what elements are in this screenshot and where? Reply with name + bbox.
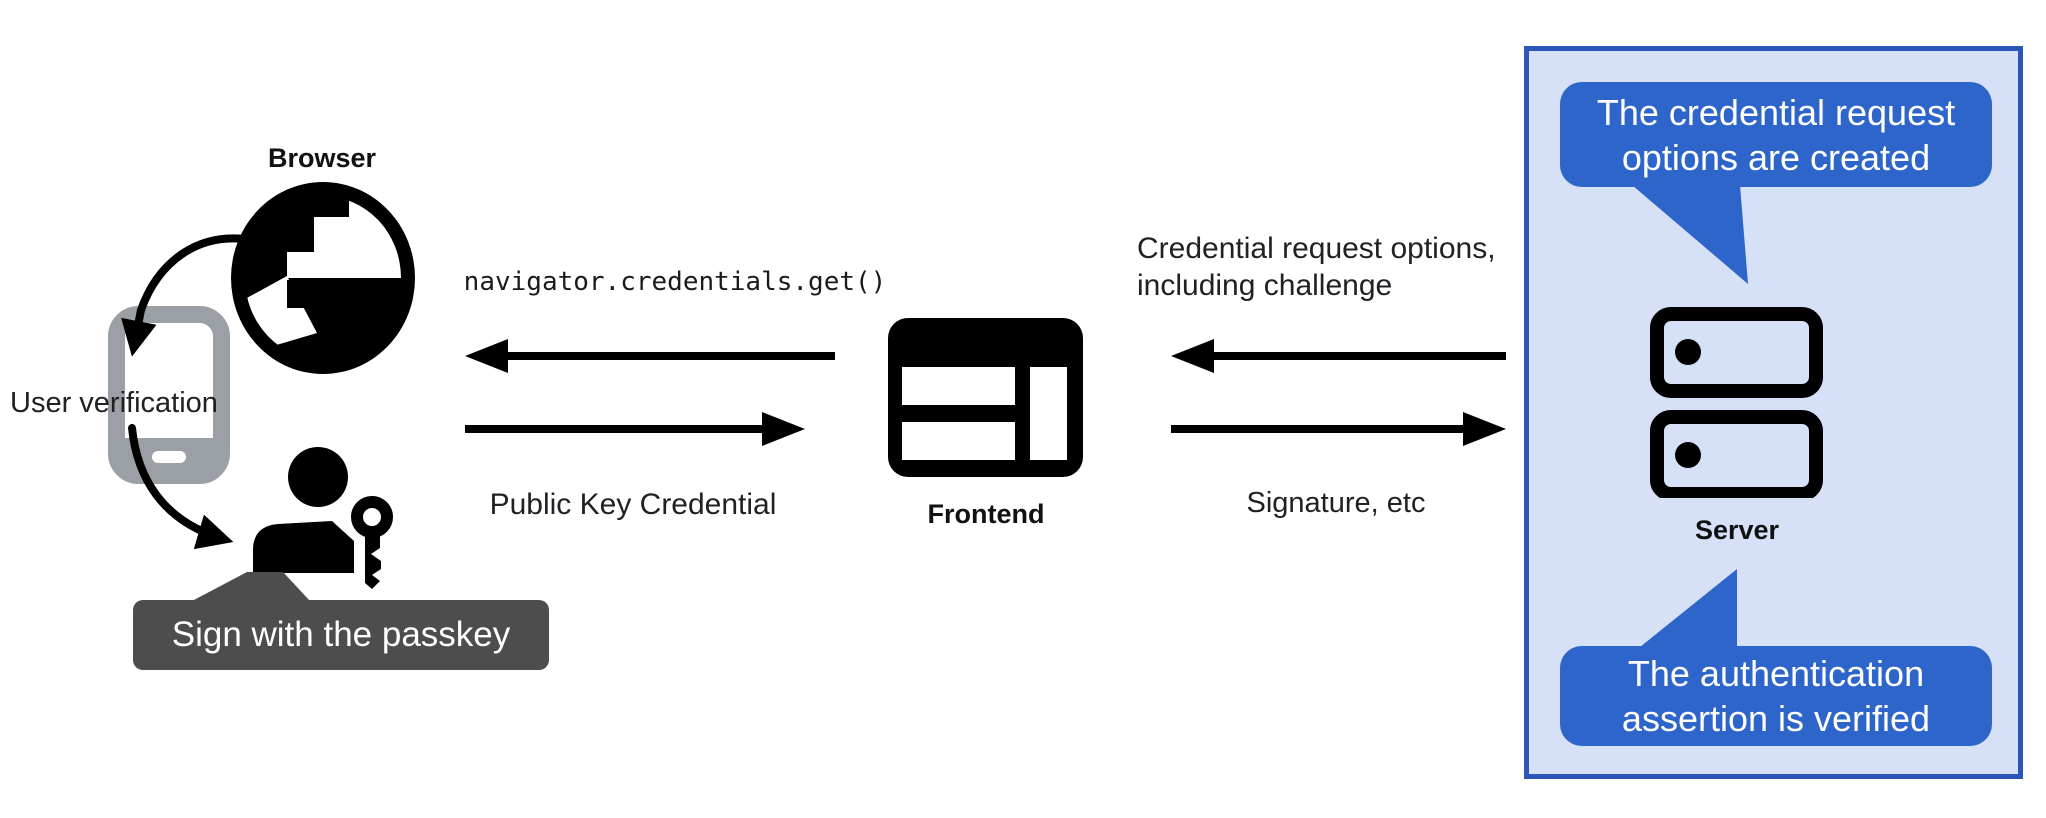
sign-with-passkey-tooltip: Sign with the passkey xyxy=(133,600,549,670)
key-stem xyxy=(365,535,381,589)
credential-request-options-label: Credential request options, including ch… xyxy=(1137,230,1496,304)
bubble-bottom-line1: The authentication xyxy=(1627,653,1925,694)
credential-options-created-bubble: The credential request options are creat… xyxy=(1560,82,1992,187)
assertion-verified-bubble: The authentication assertion is verified xyxy=(1560,646,1992,746)
user-passkey-icon xyxy=(253,447,393,589)
navigator-credentials-get-label: navigator.credentials.get() xyxy=(463,267,887,297)
user-verification-label: User verification xyxy=(10,387,218,419)
user-head xyxy=(288,447,348,507)
server-label: Server xyxy=(1694,515,1780,545)
globe-browser-icon xyxy=(231,182,415,374)
public-key-credential-label: Public Key Credential xyxy=(489,488,777,521)
credential-request-options-line1: Credential request options, xyxy=(1137,232,1496,265)
bubble-bottom-line2: assertion is verified xyxy=(1621,698,1931,739)
key-ring xyxy=(351,496,393,538)
sign-with-passkey-text: Sign with the passkey xyxy=(171,615,511,654)
frontend-window-icon xyxy=(888,318,1083,477)
bubble-top-line2: options are created xyxy=(1621,136,1931,178)
browser-label: Browser xyxy=(267,143,377,173)
signature-etc-label: Signature, etc xyxy=(1246,487,1426,519)
credential-request-options-line2: including challenge xyxy=(1137,269,1393,302)
bubble-top-line1: The credential request xyxy=(1596,91,1956,133)
tooltip-notch xyxy=(192,572,310,601)
server-icon xyxy=(1650,307,1823,498)
frontend-label: Frontend xyxy=(927,499,1045,529)
user-body xyxy=(253,521,354,573)
